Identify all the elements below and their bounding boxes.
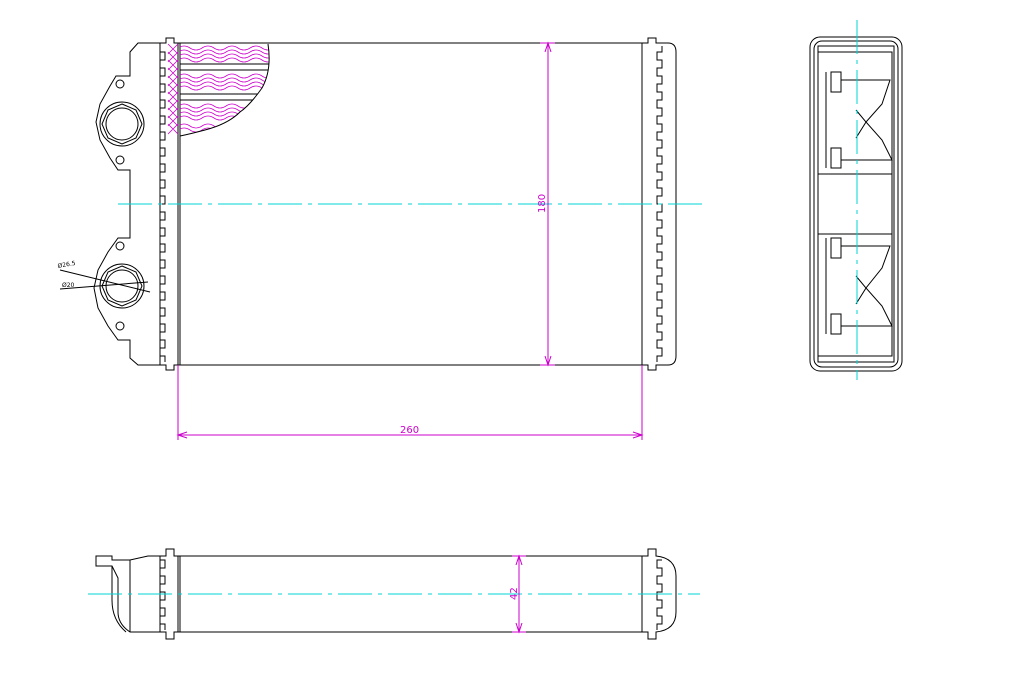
lower-pipe — [99, 263, 145, 309]
top-view: 42 — [88, 548, 700, 640]
front-view: Ø26.5 Ø20 180 260 — [57, 37, 705, 440]
height-label: 180 — [537, 194, 548, 213]
right-tank — [641, 37, 677, 371]
width-dimension: 260 — [176, 365, 644, 440]
left-tank-teeth — [159, 46, 166, 362]
pipe-outer-dimension: Ø26.5 — [57, 260, 76, 270]
fin-cutaway — [167, 43, 270, 137]
bolt-hole — [115, 241, 125, 251]
width-label: 260 — [400, 425, 419, 436]
height-dimension: 180 — [537, 41, 555, 367]
depth-label: 42 — [509, 587, 520, 600]
bolt-hole — [115, 155, 125, 165]
lower-bracket — [825, 237, 893, 335]
upper-bracket — [825, 71, 893, 169]
depth-dimension: 42 — [509, 554, 526, 634]
side-view — [809, 20, 903, 380]
bolt-hole — [115, 79, 125, 89]
upper-pipe — [99, 101, 145, 147]
bolt-hole — [115, 321, 125, 331]
pipe-inner-dimension: Ø20 — [62, 282, 75, 289]
